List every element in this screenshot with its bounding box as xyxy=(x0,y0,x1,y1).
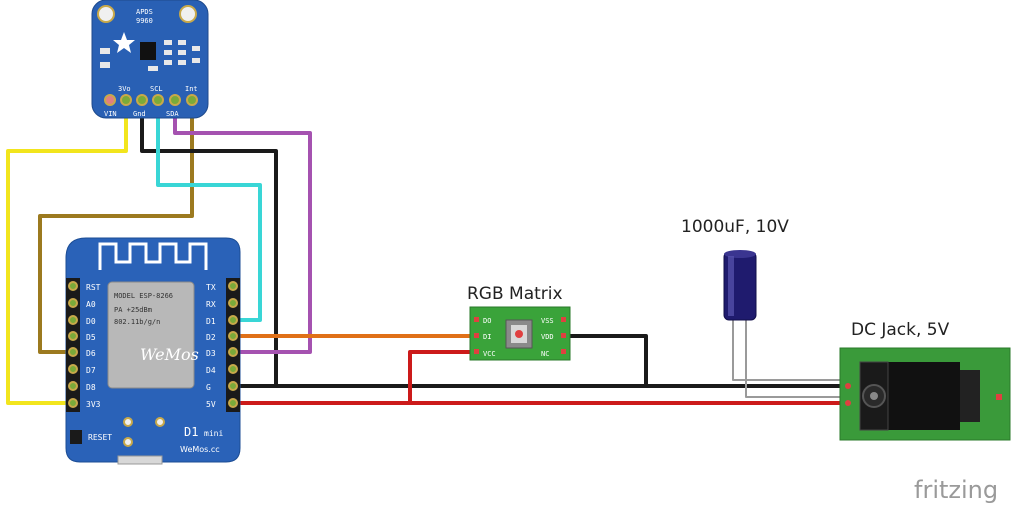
sensor-chip xyxy=(140,42,156,60)
pin-label-vin: VIN xyxy=(104,110,117,118)
mounting-hole xyxy=(123,437,133,447)
dc-jack-board xyxy=(839,347,1011,441)
apds-name: APDS xyxy=(136,8,153,16)
d1-subtitle: mini xyxy=(204,429,223,438)
reset-button[interactable] xyxy=(70,430,82,444)
d1-right-pads xyxy=(228,281,238,408)
pin-label-vcc: VCC xyxy=(483,350,496,358)
pin-label-rst: RST xyxy=(86,283,101,292)
pin-label-d5: D5 xyxy=(86,333,96,342)
capacitor xyxy=(723,250,757,321)
antenna-trace xyxy=(98,242,208,270)
wire-red-vcc xyxy=(408,350,482,405)
wemos-d1-mini-board: MODEL ESP-8266 PA +25dBm 802.11b/g/n WeM… xyxy=(65,237,241,465)
pin-label-int: Int xyxy=(185,85,198,93)
pin-label-tx: TX xyxy=(206,283,216,292)
wire-cap-leg-1 xyxy=(732,317,849,381)
apds-model: 9960 xyxy=(136,17,153,25)
rgb-matrix-label: RGB Matrix xyxy=(467,284,563,304)
pin-label-d4: D4 xyxy=(206,366,216,375)
mounting-hole xyxy=(179,5,197,23)
wire-cyan-scl xyxy=(156,98,262,322)
pin-label-do: DO xyxy=(483,317,491,325)
pin-label-vss: VSS xyxy=(541,317,554,325)
d1-left-labels: RST A0 D0 D5 D6 D7 D8 3V3 xyxy=(86,283,101,409)
pin-label-gnd: Gnd xyxy=(133,110,146,118)
mounting-hole xyxy=(97,5,115,23)
wire-cap-leg-2 xyxy=(745,317,849,398)
pin-label-rx: RX xyxy=(206,300,216,309)
mounting-hole xyxy=(123,417,133,427)
fritzing-watermark: fritzing xyxy=(914,476,998,504)
pin-label-a0: A0 xyxy=(86,300,96,309)
pin-label-vdd: VDD xyxy=(541,333,554,341)
rgb-matrix-board: DO DI VCC VSS VDD NC xyxy=(469,306,571,361)
pin-label-di: DI xyxy=(483,333,491,341)
usb-port xyxy=(117,455,163,465)
pin-label-nc: NC xyxy=(541,350,549,358)
star-logo-icon xyxy=(113,32,135,53)
mounting-hole xyxy=(155,417,165,427)
d1-title: D1 xyxy=(184,425,198,439)
wires xyxy=(6,98,850,405)
pin-label-scl: SCL xyxy=(150,85,163,93)
wire-purple-sda xyxy=(173,98,312,354)
esp8266-module xyxy=(107,281,195,389)
pin-label-d3: D3 xyxy=(206,349,216,358)
pin-label-3v3: 3V3 xyxy=(86,400,101,409)
d1-site: WeMos.cc xyxy=(180,445,220,454)
dc-jack-label: DC Jack, 5V xyxy=(851,320,950,340)
d1-left-pads xyxy=(68,281,78,408)
d1-right-labels: TX RX D1 D2 D3 D4 G 5V xyxy=(206,283,216,409)
apds9960-board: APDS 9960 VIN 3Vo Gnd SCL SDA Int xyxy=(91,0,209,119)
pin-label-d8: D8 xyxy=(86,383,96,392)
esp-brand: WeMos xyxy=(140,345,199,364)
pin-label-d1: D1 xyxy=(206,317,216,326)
esp-model: MODEL ESP-8266 xyxy=(114,292,173,300)
wire-yellow-3v3 xyxy=(6,100,128,405)
pin-label-d7: D7 xyxy=(86,366,96,375)
wire-brown-int xyxy=(38,98,194,354)
apds-header-pins xyxy=(104,94,198,106)
pin-label-3vo: 3Vo xyxy=(118,85,131,93)
reset-label: RESET xyxy=(88,433,112,442)
pin-label-d0: D0 xyxy=(86,317,96,326)
esp-line-1: PA +25dBm xyxy=(114,306,152,314)
pin-label-sda: SDA xyxy=(166,110,179,118)
wire-black-vdd xyxy=(562,334,648,388)
pin-label-d2: D2 xyxy=(206,333,216,342)
pin-label-5v: 5V xyxy=(206,400,216,409)
esp-line-2: 802.11b/g/n xyxy=(114,318,160,326)
pin-label-g: G xyxy=(206,383,211,392)
capacitor-label: 1000uF, 10V xyxy=(681,217,789,237)
pin-label-d6: D6 xyxy=(86,349,96,358)
